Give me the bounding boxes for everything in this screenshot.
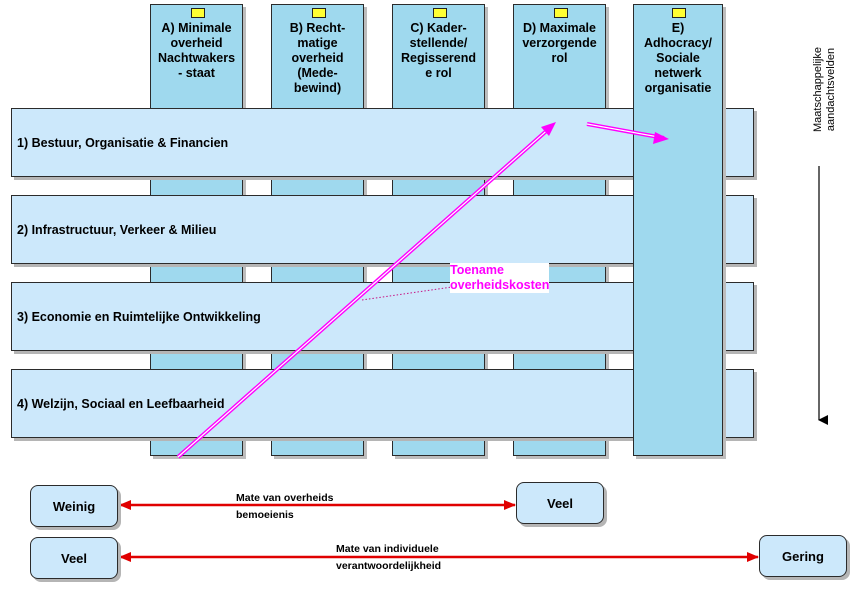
scale-2-caption-line2: verantwoordelijkheid [336,560,442,572]
note-icon [190,8,205,18]
column-b-label: B) Recht- matige overheid (Mede- bewind) [289,21,346,95]
row-bestuur-label: 1) Bestuur, Organisatie & Financien [17,135,229,150]
column-c-label: C) Kader- stellende/ Regisserend e rol [400,21,477,80]
column-d-label: D) Maximale verzorgende rol [522,21,597,65]
row-infrastructuur-label: 2) Infrastructuur, Verkeer & Milieu [17,222,217,237]
scale-1-right-pill: Veel [516,482,604,524]
trend-label: Toename overheidskosten [450,263,550,293]
note-icon [432,8,447,18]
scale-2-right-pill: Gering [759,535,847,577]
scale-2-caption-line1: Mate van individuele [336,543,439,555]
side-label: Maatschappelijke aandachtsvelden [812,47,837,132]
note-icon [311,8,326,18]
label-leader [361,286,453,301]
row-economie: 3) Economie en Ruimtelijke Ontwikkeling [11,282,754,351]
row-welzijn: 4) Welzijn, Sociaal en Leefbaarheid [11,369,754,438]
note-icon [553,8,568,18]
note-icon [672,8,686,18]
column-a-label: A) Minimale overheid Nachtwakers - staat [157,21,236,80]
column-e: E) Adhocracy/ Sociale netwerk organisati… [633,4,723,456]
scale-2-left-pill: Veel [30,537,118,579]
row-bestuur: 1) Bestuur, Organisatie & Financien [11,108,754,177]
row-economie-label: 3) Economie en Ruimtelijke Ontwikkeling [17,309,261,324]
trend-arrow [176,122,556,459]
trend-arrow-to-e [586,122,669,144]
scale-1-caption-line2: bemoeienis [236,509,294,521]
column-e-label: E) Adhocracy/ Sociale netwerk organisati… [643,21,713,95]
row-welzijn-label: 4) Welzijn, Sociaal en Leefbaarheid [17,396,225,411]
scale-1-caption-line1: Mate van overheids [236,492,334,504]
row-infrastructuur: 2) Infrastructuur, Verkeer & Milieu [11,195,754,264]
scale-1-left-pill: Weinig [30,485,118,527]
